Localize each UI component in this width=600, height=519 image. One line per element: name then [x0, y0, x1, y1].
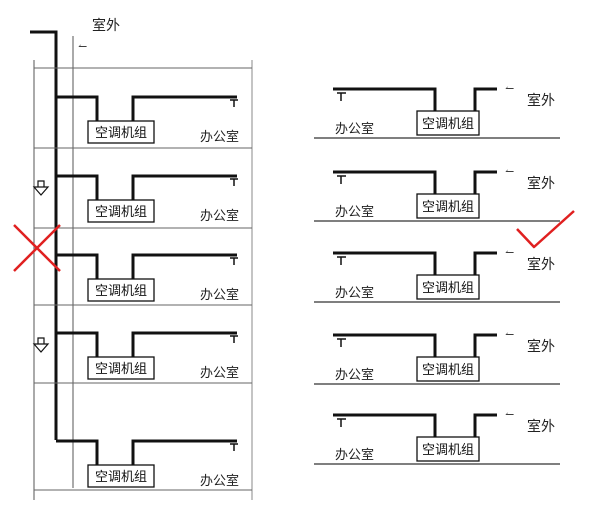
- right-outdoor-label-5: 室外: [527, 418, 555, 435]
- right-ac-unit-box-4: [416, 356, 480, 382]
- left-supply-duct-2: [131, 174, 237, 200]
- left-supply-duct-4: [131, 331, 237, 357]
- right-exhaust-duct-1: [473, 87, 497, 111]
- right-ac-unit-label-3: 空调机组: [422, 281, 474, 296]
- left-ac-unit-box-2: [87, 199, 155, 223]
- right-ac-unit-label-2: 空调机组: [422, 200, 474, 215]
- left-office-label-2: 办公室: [200, 208, 239, 224]
- left-airflow-arrow-floor-2: [32, 180, 50, 196]
- right-ac-unit-label-4: 空调机组: [422, 363, 474, 378]
- left-supply-duct-5: [131, 439, 237, 465]
- left-office-label-5: 办公室: [200, 473, 239, 489]
- left-office-label-4: 办公室: [200, 365, 239, 381]
- right-ac-unit-box-3: [416, 274, 480, 300]
- right-outdoor-arrow-4: ↼: [505, 328, 514, 341]
- right-office-label-4: 办公室: [335, 367, 374, 383]
- left-branch-duct-4: [56, 331, 99, 357]
- right-exhaust-duct-2: [473, 170, 497, 194]
- left-ac-unit-label-2: 空调机组: [95, 205, 147, 220]
- right-office-label-5: 办公室: [335, 447, 374, 463]
- left-ac-unit-box-4: [87, 356, 155, 380]
- left-ac-unit-label-4: 空调机组: [95, 362, 147, 377]
- left-supply-duct-3: [131, 253, 237, 279]
- right-ac-unit-box-2: [416, 193, 480, 219]
- left-ac-unit-label-5: 空调机组: [95, 470, 147, 485]
- left-branch-duct-1: [56, 95, 99, 121]
- left-office-label-1: 办公室: [200, 129, 239, 145]
- left-ac-unit-box-1: [87, 120, 155, 144]
- right-outdoor-arrow-5: ↼: [505, 408, 514, 421]
- left-supply-duct-1: [131, 95, 237, 121]
- right-ac-unit-label-1: 空调机组: [422, 117, 474, 132]
- right-office-label-1: 办公室: [335, 121, 374, 137]
- right-outdoor-label-1: 室外: [527, 92, 555, 109]
- left-branch-duct-5: [56, 439, 99, 465]
- wrong-cross-mark-stroke: [13, 224, 61, 272]
- left-office-label-3: 办公室: [200, 287, 239, 303]
- right-outdoor-label-4: 室外: [527, 338, 555, 355]
- right-outdoor-label-3: 室外: [527, 256, 555, 273]
- left-top-duct-line: [30, 30, 58, 440]
- right-ac-unit-label-5: 空调机组: [422, 443, 474, 458]
- left-branch-duct-3: [56, 253, 99, 279]
- left-ac-unit-label-3: 空调机组: [95, 284, 147, 299]
- right-office-label-2: 办公室: [335, 204, 374, 220]
- right-supply-duct-4: [333, 333, 437, 357]
- right-supply-duct-5: [333, 413, 437, 437]
- right-exhaust-duct-4: [473, 333, 497, 357]
- left-branch-duct-2: [56, 174, 99, 200]
- right-office-label-3: 办公室: [335, 285, 374, 301]
- right-exhaust-duct-3: [473, 251, 497, 275]
- right-check-mark: [516, 210, 575, 249]
- right-outdoor-arrow-2: ↼: [505, 165, 514, 178]
- right-ac-unit-box-1: [416, 110, 480, 136]
- left-top-outdoor-label: 室外: [92, 17, 120, 34]
- left-ac-unit-box-5: [87, 464, 155, 488]
- right-exhaust-duct-5: [473, 413, 497, 437]
- right-supply-duct-1: [333, 87, 437, 111]
- right-outdoor-arrow-3: ↼: [505, 246, 514, 259]
- right-outdoor-label-2: 室外: [527, 175, 555, 192]
- right-ac-unit-box-5: [416, 436, 480, 462]
- left-scheme: 室外 ↼ 空调机组办公室空调机组办公室空调机组办公室空调机组办公室空调机组办公室: [13, 17, 253, 500]
- right-outdoor-arrow-1: ↼: [505, 82, 514, 95]
- left-airflow-arrow-floor-4: [32, 337, 50, 353]
- right-supply-duct-3: [333, 251, 437, 275]
- left-top-outdoor-arrow: ↼: [78, 40, 87, 53]
- left-ac-unit-label-1: 空调机组: [95, 126, 147, 141]
- right-supply-duct-2: [333, 170, 437, 194]
- left-ac-unit-box-3: [87, 278, 155, 302]
- right-scheme: ↼室外空调机组办公室↼室外空调机组办公室↼室外空调机组办公室↼室外空调机组办公室…: [314, 82, 575, 465]
